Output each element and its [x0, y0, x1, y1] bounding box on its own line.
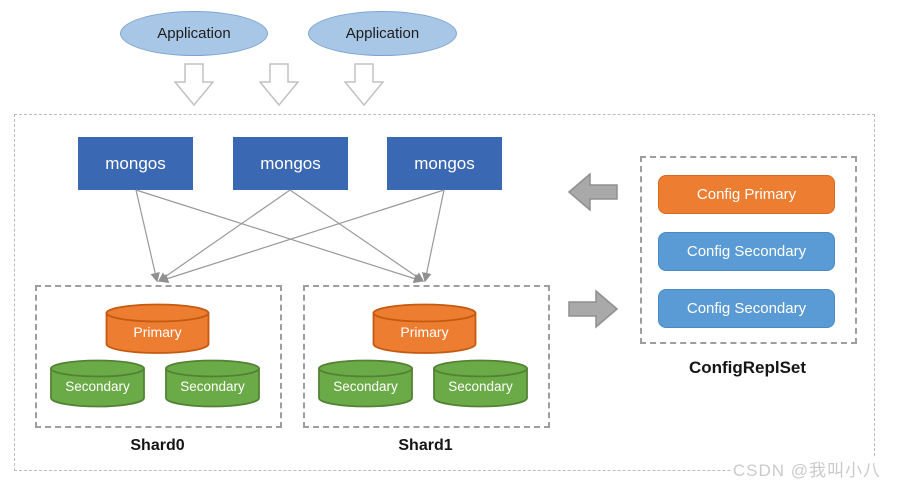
down-arrow-icon [174, 63, 214, 106]
shard1-secondary-cylinder-2: Secondary [433, 359, 528, 408]
shard0-label: Shard0 [130, 437, 185, 454]
config-repl-set-label: ConfigReplSet [688, 358, 807, 377]
shard0-box [35, 285, 282, 428]
application-node-2: Application [308, 11, 457, 56]
config-secondary-label: Config Secondary [686, 243, 807, 260]
shard1-primary-cylinder: Primary [372, 303, 477, 354]
application-node-1: Application [120, 11, 268, 56]
right-block-arrow-icon [568, 289, 618, 329]
application-label: Application [345, 25, 420, 42]
primary-label: Primary [400, 324, 448, 340]
cluster-boundary-box [14, 114, 875, 471]
secondary-label: Secondary [333, 379, 398, 394]
application-label: Application [157, 25, 231, 42]
mongos-label: mongos [414, 153, 475, 173]
mongos-label: mongos [105, 153, 166, 173]
secondary-label: Secondary [448, 379, 513, 394]
mongos-node-3: mongos [387, 137, 502, 190]
config-secondary-node-1: Config Secondary [658, 232, 835, 271]
config-primary-node: Config Primary [658, 175, 835, 214]
secondary-label: Secondary [180, 379, 245, 394]
shard1-label: Shard1 [398, 437, 453, 454]
config-secondary-node-2: Config Secondary [658, 289, 835, 328]
mongos-label: mongos [260, 153, 321, 173]
shard1-secondary-cylinder-1: Secondary [318, 359, 413, 408]
config-primary-label: Config Primary [696, 186, 797, 203]
down-arrow-icon [344, 63, 384, 106]
shard0-primary-cylinder: Primary [105, 303, 210, 354]
left-block-arrow-icon [568, 172, 618, 212]
secondary-label: Secondary [65, 379, 130, 394]
shard1-box [303, 285, 550, 428]
config-repl-set-box [640, 156, 857, 344]
mongos-node-2: mongos [233, 137, 348, 190]
mongos-node-1: mongos [78, 137, 193, 190]
watermark-text: CSDN @我叫小八 [730, 456, 883, 481]
shard0-secondary-cylinder-2: Secondary [165, 359, 260, 408]
primary-label: Primary [133, 324, 181, 340]
shard0-secondary-cylinder-1: Secondary [50, 359, 145, 408]
config-secondary-label: Config Secondary [686, 300, 807, 317]
down-arrow-icon [259, 63, 299, 106]
